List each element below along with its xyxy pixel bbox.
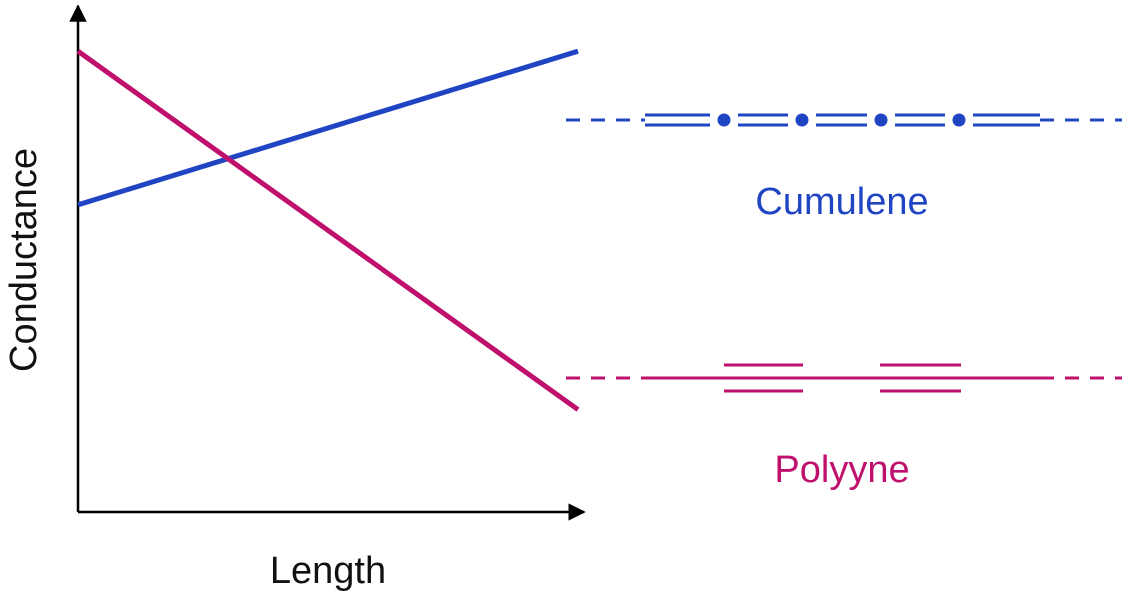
series-line-polyyne bbox=[76, 49, 580, 412]
cumulene-atom-3 bbox=[952, 113, 966, 127]
series-line-cumulene bbox=[77, 48, 579, 208]
polyyne-label: Polyyne bbox=[774, 449, 909, 491]
cumulene-atom-1 bbox=[795, 113, 809, 127]
series-layer bbox=[76, 48, 580, 412]
cumulene-atom-2 bbox=[874, 113, 888, 127]
x-axis-label: Length bbox=[270, 550, 386, 592]
cumulene-structure bbox=[566, 113, 1122, 127]
y-axis-label: Conductance bbox=[3, 148, 45, 372]
polyyne-structure bbox=[566, 363, 1122, 393]
cumulene-label: Cumulene bbox=[755, 181, 928, 223]
cumulene-atom-0 bbox=[717, 113, 731, 127]
